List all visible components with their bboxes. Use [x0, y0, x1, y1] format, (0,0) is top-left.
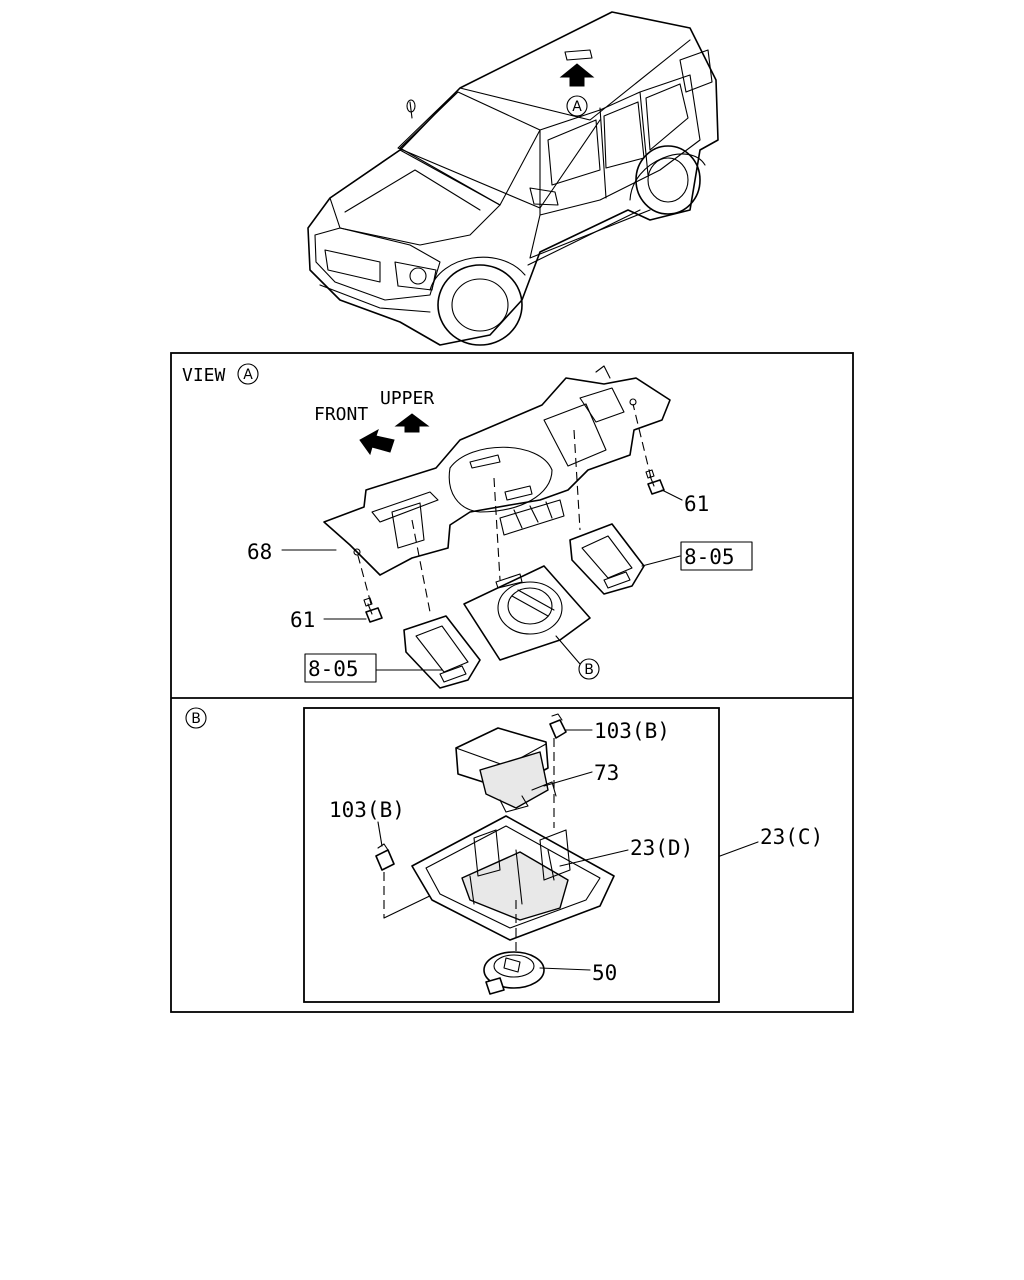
- view-a-title-marker: A: [243, 367, 253, 383]
- map-lamp-right: [569, 523, 645, 595]
- callout-8-05-right: 8-05: [684, 545, 735, 569]
- callout-103b-top: 103(B): [594, 719, 670, 743]
- upper-label: UPPER: [380, 388, 434, 409]
- front-arrow-icon: [359, 428, 395, 456]
- callout-23c: 23(C): [760, 825, 823, 849]
- lens-cover: [483, 951, 545, 995]
- headliner-panel: [323, 377, 671, 576]
- callout-23d: 23(D): [630, 836, 693, 860]
- view-a-title: VIEW: [182, 365, 226, 386]
- view-a-section: VIEW A UPPER FRONT: [182, 363, 753, 689]
- car-marker-a: A: [572, 99, 582, 115]
- callout-73: 73: [594, 761, 619, 785]
- view-b-section: B 73 103(B) 103(B): [185, 707, 823, 1003]
- view-b-inner-frame: [303, 707, 720, 1003]
- screw-left: [363, 597, 383, 623]
- overhead-console: [463, 565, 591, 661]
- view-b-section-marker: B: [191, 711, 201, 727]
- clip-top: [549, 713, 567, 739]
- callout-console-marker-b: B: [584, 662, 594, 678]
- callout-103b-left: 103(B): [329, 798, 405, 822]
- upper-arrow-icon: [394, 413, 430, 433]
- clip-left: [375, 843, 395, 871]
- callout-61-right: 61: [684, 492, 709, 516]
- screw-right: [645, 469, 665, 495]
- vehicle-illustration: A: [307, 11, 719, 346]
- callout-68: 68: [247, 540, 272, 564]
- front-label: FRONT: [314, 404, 368, 425]
- lamp-module: [455, 727, 557, 813]
- map-lamp-left: [403, 615, 481, 689]
- callout-61-left: 61: [290, 608, 315, 632]
- diagram-frame: [170, 352, 854, 1013]
- console-housing: [411, 815, 615, 941]
- callout-8-05-left: 8-05: [308, 657, 359, 681]
- callout-50: 50: [592, 961, 617, 985]
